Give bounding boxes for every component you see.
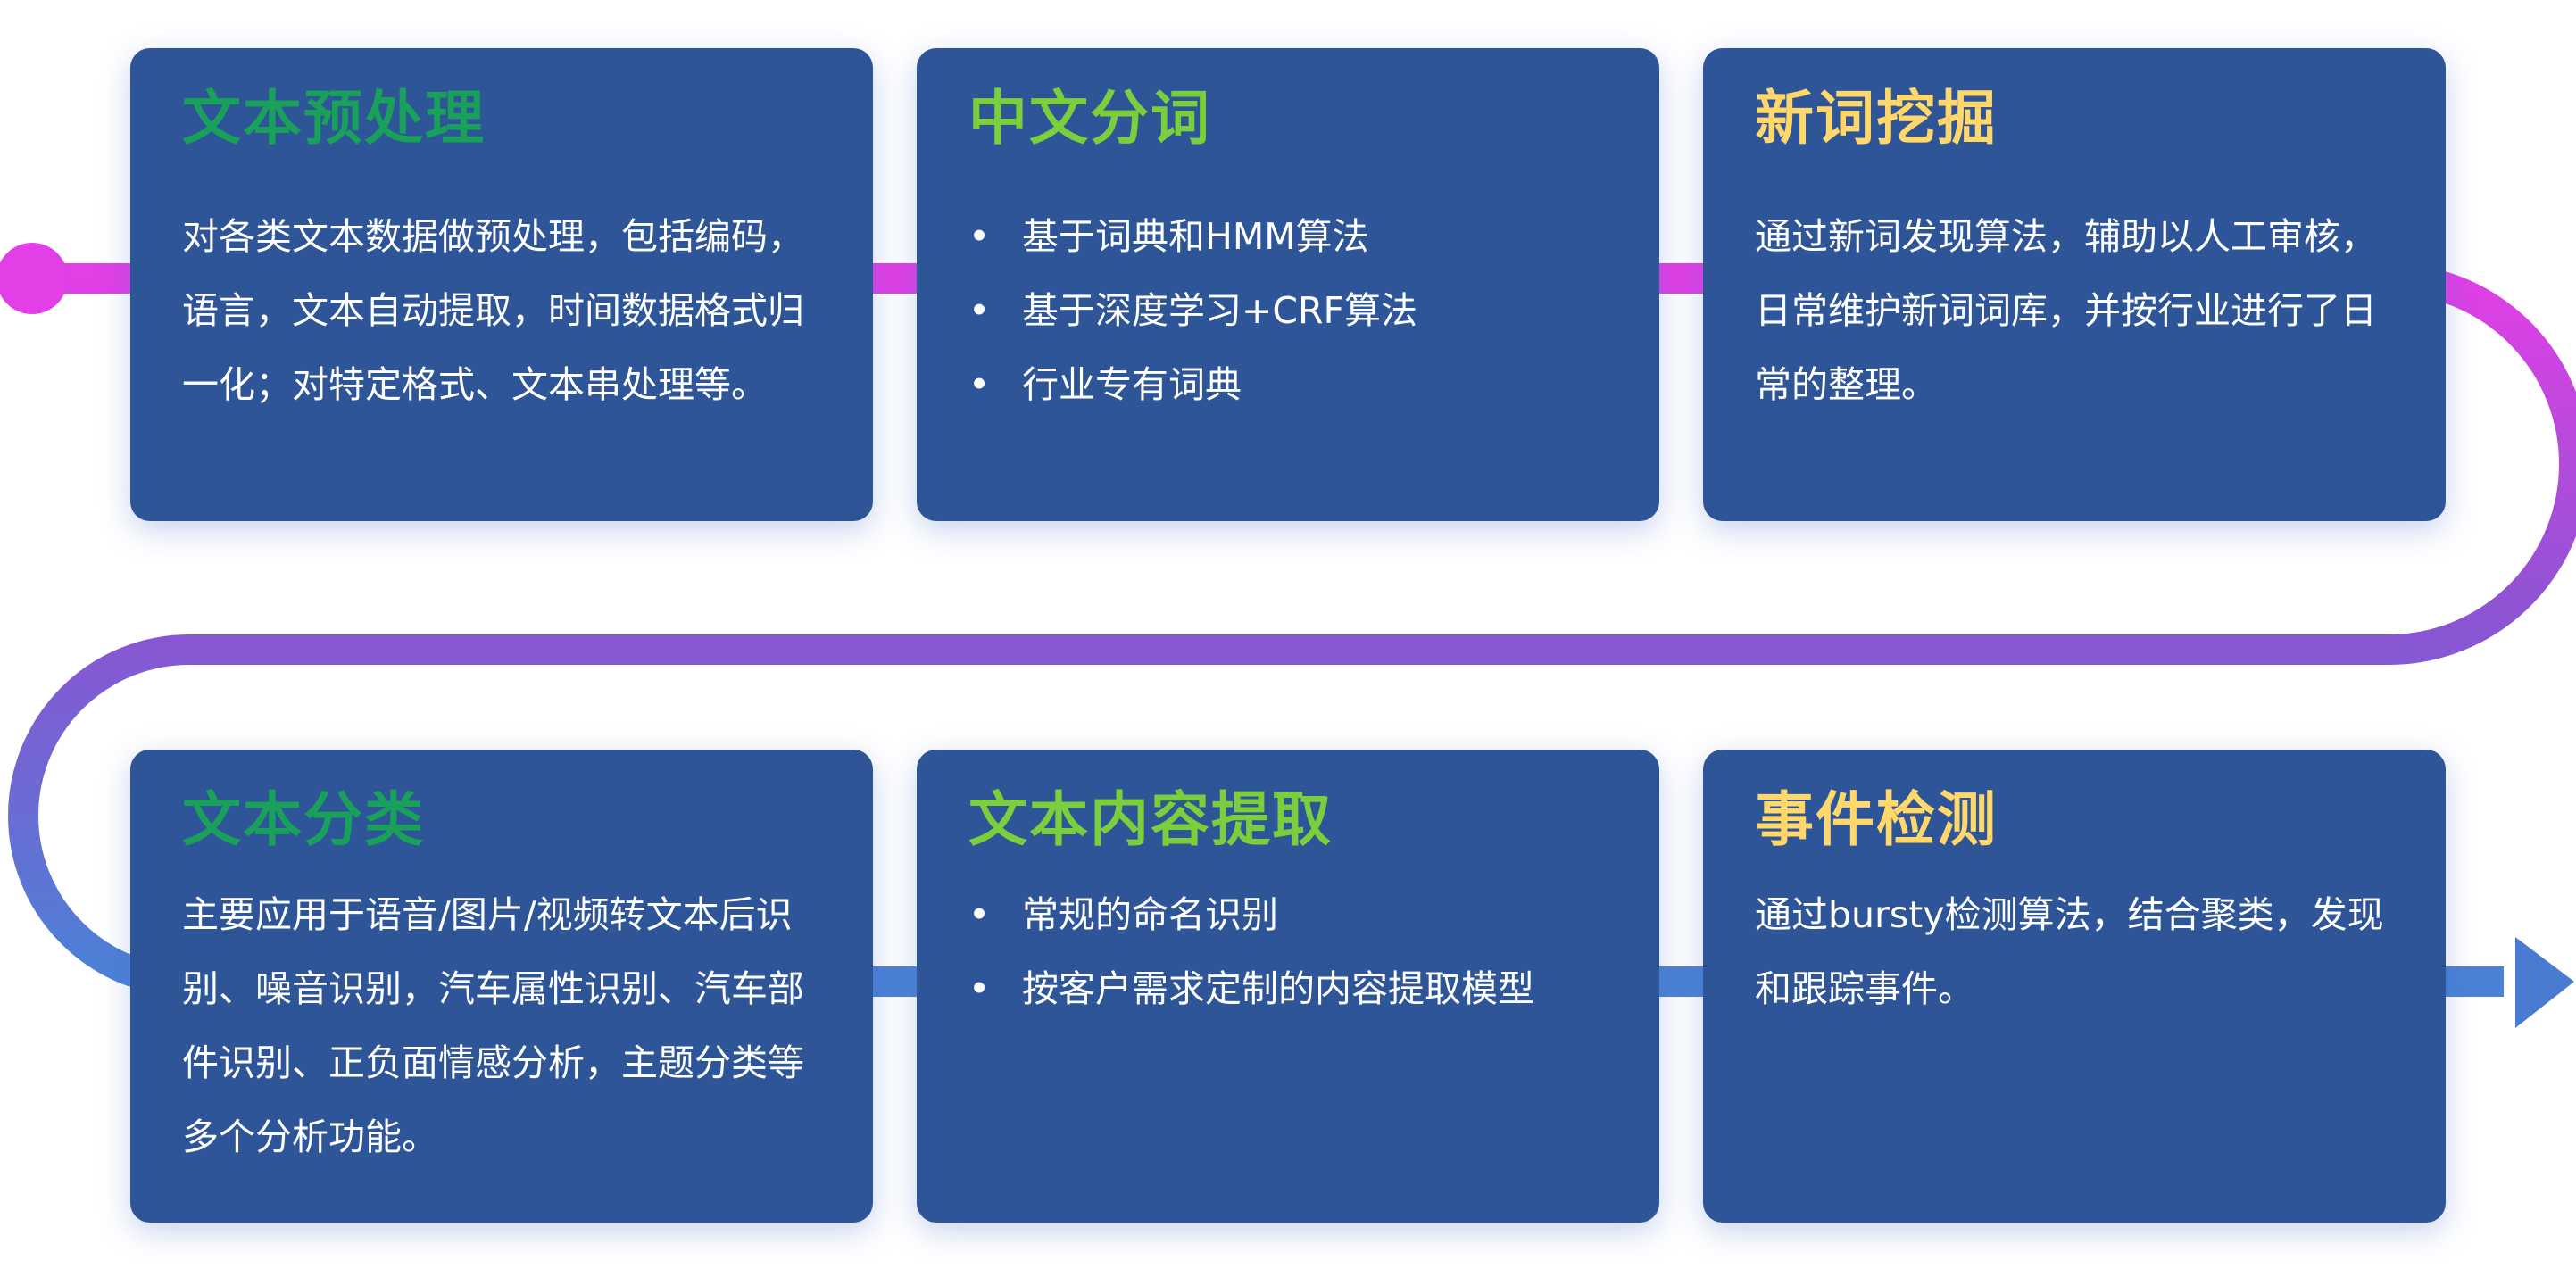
list-item-text: 按客户需求定制的内容提取模型 bbox=[1022, 967, 1534, 1010]
step-title: 新词挖掘 bbox=[1755, 84, 1998, 153]
list-item-text: 基于深度学习+CRF算法 bbox=[1022, 289, 1418, 332]
bullet-icon: • bbox=[968, 215, 991, 258]
connector-line bbox=[8, 263, 2576, 997]
bullet-icon: • bbox=[968, 893, 991, 936]
list-item-text: 基于词典和HMM算法 bbox=[1022, 215, 1369, 258]
list-item: • 基于深度学习+CRF算法 bbox=[968, 274, 1608, 348]
step-title: 文本预处理 bbox=[182, 84, 486, 153]
step-bullet-list: • 常规的命名识别 • 按客户需求定制的内容提取模型 bbox=[968, 878, 1608, 1026]
step-title: 事件检测 bbox=[1755, 785, 1998, 854]
bullet-icon: • bbox=[968, 363, 991, 406]
step-card-content-extraction: 文本内容提取 • 常规的命名识别 • 按客户需求定制的内容提取模型 bbox=[917, 750, 1659, 1223]
connector-arrow-head bbox=[2515, 937, 2574, 1028]
list-item: • 按客户需求定制的内容提取模型 bbox=[968, 952, 1608, 1026]
step-description: 通过新词发现算法，辅助以人工审核，日常维护新词词库，并按行业进行了日常的整理。 bbox=[1755, 215, 2377, 406]
step-card-chinese-segmentation: 中文分词 • 基于词典和HMM算法 • 基于深度学习+CRF算法 • 行业专有词典 bbox=[917, 48, 1659, 521]
list-item-text: 行业专有词典 bbox=[1022, 363, 1242, 406]
list-item: • 基于词典和HMM算法 bbox=[968, 200, 1608, 274]
step-title: 文本内容提取 bbox=[968, 785, 1333, 854]
connector-start-dot bbox=[0, 243, 68, 314]
step-title: 中文分词 bbox=[968, 84, 1211, 153]
bullet-icon: • bbox=[968, 289, 991, 332]
step-card-new-word-mining: 新词挖掘 通过新词发现算法，辅助以人工审核，日常维护新词词库，并按行业进行了日常… bbox=[1703, 48, 2446, 521]
step-bullet-list: • 基于词典和HMM算法 • 基于深度学习+CRF算法 • 行业专有词典 bbox=[968, 200, 1608, 422]
step-title: 文本分类 bbox=[182, 785, 425, 854]
list-item: • 行业专有词典 bbox=[968, 348, 1608, 422]
step-description: 主要应用于语音/图片/视频转文本后识别、噪音识别，汽车属性识别、汽车部件识别、正… bbox=[182, 893, 804, 1158]
list-item: • 常规的命名识别 bbox=[968, 878, 1608, 952]
step-description: 对各类文本数据做预处理，包括编码，语言，文本自动提取，时间数据格式归一化；对特定… bbox=[182, 215, 804, 406]
bullet-icon: • bbox=[968, 967, 991, 1010]
step-card-event-detection: 事件检测 通过bursty检测算法，结合聚类，发现和跟踪事件。 bbox=[1703, 750, 2446, 1223]
step-card-text-preprocessing: 文本预处理 对各类文本数据做预处理，包括编码，语言，文本自动提取，时间数据格式归… bbox=[130, 48, 873, 521]
step-card-text-classification: 文本分类 主要应用于语音/图片/视频转文本后识别、噪音识别，汽车属性识别、汽车部… bbox=[130, 750, 873, 1223]
list-item-text: 常规的命名识别 bbox=[1022, 893, 1278, 936]
step-description: 通过bursty检测算法，结合聚类，发现和跟踪事件。 bbox=[1755, 893, 2384, 1010]
